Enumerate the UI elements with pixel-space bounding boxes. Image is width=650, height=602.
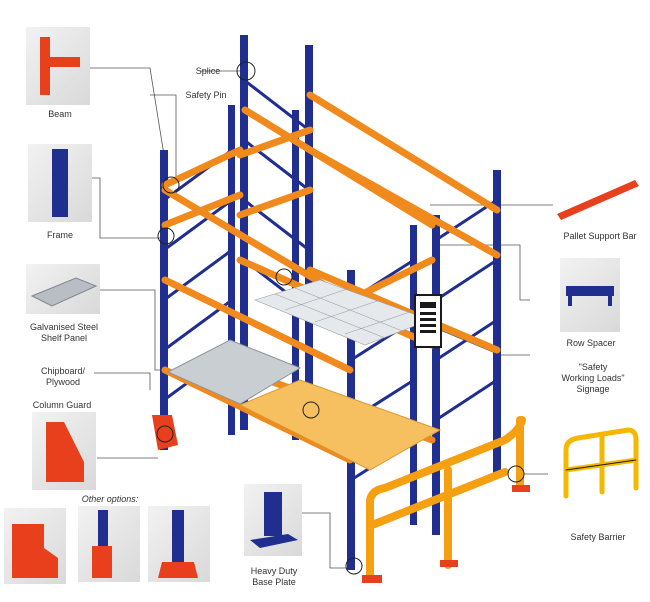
safety-signage bbox=[414, 294, 442, 348]
column-guard-icon bbox=[46, 422, 84, 482]
frame-label: Frame bbox=[46, 230, 73, 240]
base-plate-icon bbox=[250, 492, 298, 548]
safety-barrier-label: Safety Barrier bbox=[570, 532, 626, 542]
signage-label-line2: Working Loads" bbox=[561, 373, 625, 383]
beam-thumbnail bbox=[26, 27, 90, 105]
pallet-support-bar-icon bbox=[557, 180, 639, 220]
column-guard-illustration bbox=[152, 415, 178, 450]
option-thumbnail-3 bbox=[148, 506, 210, 582]
safety-barrier-thumbnail bbox=[552, 420, 644, 502]
frame-icon bbox=[52, 149, 68, 217]
safety-barrier-icon bbox=[563, 427, 639, 499]
row-spacer-thumbnail bbox=[560, 258, 620, 332]
base-plate-thumbnail bbox=[244, 484, 302, 556]
callout-circles bbox=[156, 61, 525, 575]
pallet-support-bar-label: Pallet Support Bar bbox=[563, 231, 637, 241]
option-thumbnail-2 bbox=[78, 506, 140, 582]
splice-label: Splice bbox=[195, 66, 221, 76]
signage-label-line1: "Safety bbox=[578, 362, 608, 372]
column-guard-thumbnail bbox=[32, 412, 96, 490]
steel-shelf-panel bbox=[166, 339, 302, 405]
chipboard-label-line1: Chipboard/ bbox=[40, 366, 86, 376]
end-guard-icon bbox=[158, 510, 198, 578]
row-spacer-icon bbox=[566, 286, 614, 306]
other-options-label: Other options: bbox=[81, 494, 139, 504]
chipboard-label: Chipboard/ Plywood bbox=[28, 366, 98, 388]
plywood-deck bbox=[238, 379, 442, 471]
safety-pin-label: Safety Pin bbox=[185, 90, 227, 100]
signage-label: "Safety Working Loads" Signage bbox=[548, 362, 638, 395]
leader-lines bbox=[90, 67, 553, 569]
barrier-illustration bbox=[366, 416, 526, 582]
chipboard-label-line2: Plywood bbox=[45, 377, 81, 387]
beam-icon bbox=[40, 37, 80, 95]
steel-panel-thumbnail bbox=[26, 264, 100, 314]
beam-label: Beam bbox=[48, 109, 72, 119]
upright-guard-photo-icon bbox=[92, 510, 112, 578]
base-plate-label-line2: Base Plate bbox=[252, 577, 296, 587]
steel-panel-label: Galvanised Steel Shelf Panel bbox=[14, 322, 114, 344]
option-thumbnail-1 bbox=[4, 508, 66, 584]
row-spacer-label: Row Spacer bbox=[566, 338, 616, 348]
pallet-support-bar-thumbnail bbox=[553, 174, 643, 224]
column-guard-label: Column Guard bbox=[32, 400, 92, 410]
corner-guard-icon bbox=[12, 524, 58, 578]
base-plate-label: Heavy Duty Base Plate bbox=[236, 566, 312, 588]
steel-panel-label-line2: Shelf Panel bbox=[40, 333, 88, 343]
steel-panel-icon bbox=[30, 277, 98, 307]
steel-panel-label-line1: Galvanised Steel bbox=[29, 322, 99, 332]
base-plates bbox=[362, 485, 530, 583]
base-plate-label-line1: Heavy Duty bbox=[250, 566, 298, 576]
signage-label-line3: Signage bbox=[576, 384, 610, 394]
frame-thumbnail bbox=[28, 144, 92, 222]
